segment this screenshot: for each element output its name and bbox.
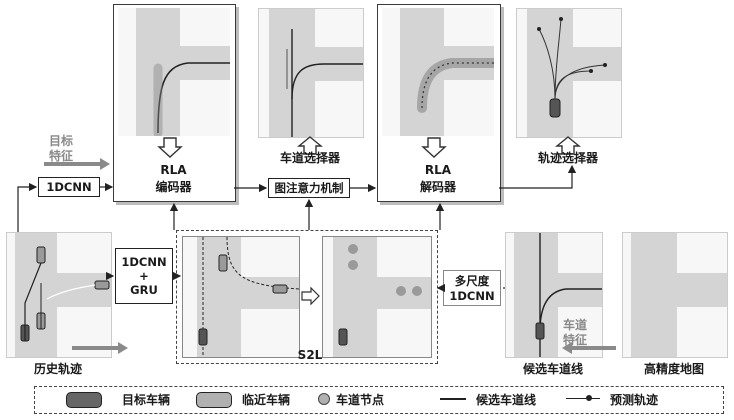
cnn-gru-plus: + (139, 269, 149, 283)
history-label: 历史轨迹 (33, 362, 82, 376)
decoder-subtitle: 解码器 (419, 180, 456, 194)
legend-candidate-lane-icon (440, 398, 466, 400)
lane-selector-label: 车道选择器 (279, 151, 340, 165)
multiscale-cnn-line2: 1DCNN (449, 289, 495, 303)
s2l-label: S2L (297, 348, 323, 362)
decoder-road-scene (382, 8, 494, 136)
s2l-arrow-right (301, 286, 320, 306)
encoder-subtitle: 编码器 (155, 180, 192, 194)
trajectory-selector-label: 轨迹选择器 (537, 151, 598, 165)
history-road-scene (6, 232, 112, 358)
cnn-gru-box: 1DCNN + GRU (115, 248, 173, 304)
hdmap-label: 高精度地图 (643, 362, 704, 376)
encoder-title: RLA (160, 163, 187, 177)
multiscale-cnn-line1: 多尺度 (454, 274, 490, 288)
candidate-road-scene (505, 232, 603, 358)
legend-lane-node-label: 车道节点 (336, 393, 385, 407)
target-feature-label-2: 特征 (48, 149, 73, 163)
legend-predicted-traj-label: 预测轨迹 (610, 393, 659, 407)
trajectory-selector-road-scene (516, 8, 622, 138)
graph-attention-box: 图注意力机制 (268, 178, 350, 198)
cnn-gru-top: 1DCNN (121, 255, 167, 269)
target-feature-label-1: 目标 (48, 134, 73, 148)
decoder-title: RLA (424, 163, 452, 177)
encoder-arrow-down (157, 137, 183, 158)
trajectory-selector-arrow-up (555, 136, 581, 155)
s2l-left-scene (182, 236, 300, 358)
candidate-label: 候选车道线 (522, 362, 583, 376)
legend-nearby-vehicle-icon (196, 392, 232, 408)
lane-feature-label-2: 特征 (562, 333, 587, 347)
cnn-1d-box: 1DCNN (38, 177, 100, 197)
legend-target-vehicle-label: 目标车辆 (122, 393, 171, 407)
encoder-road-scene (118, 8, 230, 136)
lane-feature-label-1: 车道 (562, 318, 587, 332)
legend-target-vehicle-icon (66, 392, 102, 408)
lane-selector-arrow-up (297, 136, 323, 155)
decoder-arrow-down (421, 137, 447, 158)
cnn-gru-bottom: GRU (130, 283, 158, 297)
legend-nearby-vehicle-label: 临近车辆 (242, 393, 291, 407)
legend-candidate-lane-label: 候选车道线 (476, 393, 537, 407)
legend-predicted-traj-icon (566, 398, 600, 399)
legend-lane-node-icon (318, 393, 330, 405)
legend-box (34, 386, 724, 414)
s2l-dashed-frame (176, 230, 438, 364)
s2l-right-scene (322, 236, 432, 358)
legend-predicted-traj-dot (586, 395, 592, 401)
hdmap-road-scene (622, 232, 728, 358)
